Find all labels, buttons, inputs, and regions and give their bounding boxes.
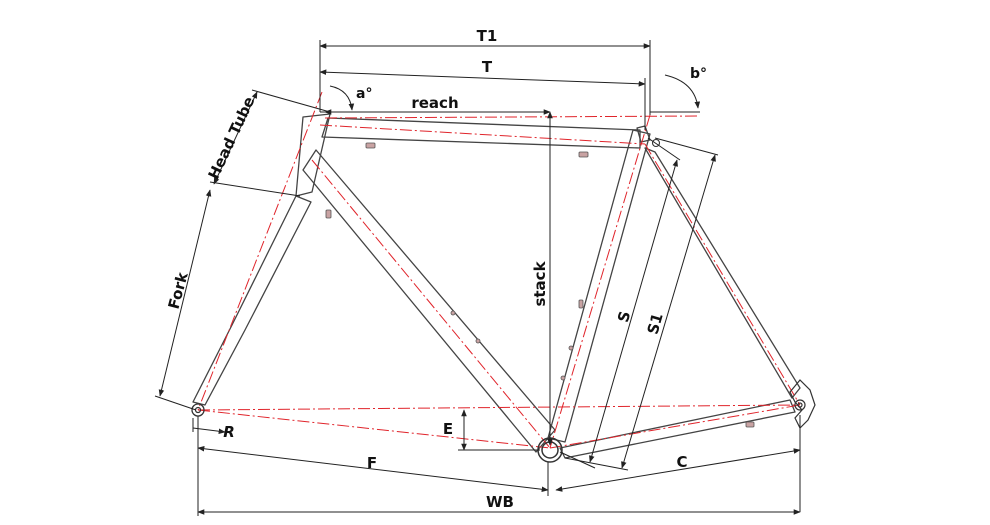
top-tube-outline <box>321 117 641 149</box>
label-e: E <box>443 420 453 438</box>
down-tube-centerline <box>311 159 551 449</box>
seat-clamp <box>651 138 661 148</box>
seat-tube-outline <box>547 129 651 443</box>
frame-fittings <box>325 142 755 428</box>
label-stack: stack <box>531 260 549 306</box>
head-tube-centerline <box>197 91 323 411</box>
label-head-tube: Head Tube <box>205 94 259 182</box>
reach-centerline <box>324 115 701 119</box>
fork-outline <box>192 195 312 406</box>
wheel-centerline <box>197 409 551 449</box>
seat-stay-centerline <box>644 143 801 406</box>
label-s: S <box>614 309 634 324</box>
label-t1: T1 <box>477 27 498 45</box>
chain-stay-outline <box>559 399 796 459</box>
head-tube-outline <box>295 113 331 197</box>
top-tube-centerline <box>319 124 646 145</box>
axle-centerline <box>197 404 801 411</box>
label-wb: WB <box>486 493 514 511</box>
label-c: C <box>676 453 687 471</box>
frame-centerlines <box>197 91 801 449</box>
label-a-angle: a° <box>356 86 372 102</box>
frame-outline <box>192 113 801 459</box>
rear-dropout <box>789 379 816 430</box>
label-b-angle: b° <box>690 66 707 82</box>
label-s1: S1 <box>644 311 667 336</box>
label-t: T <box>482 58 493 76</box>
label-r: R <box>223 423 235 441</box>
label-fork: Fork <box>165 269 192 311</box>
seat-post-outline <box>636 125 651 143</box>
label-reach: reach <box>411 94 458 112</box>
label-f: F <box>367 454 377 472</box>
dimension-lines <box>154 40 801 516</box>
chain-stay-centerline <box>549 404 801 449</box>
seat-stay-outline <box>644 147 801 399</box>
seat-tube-centerline <box>549 114 651 449</box>
